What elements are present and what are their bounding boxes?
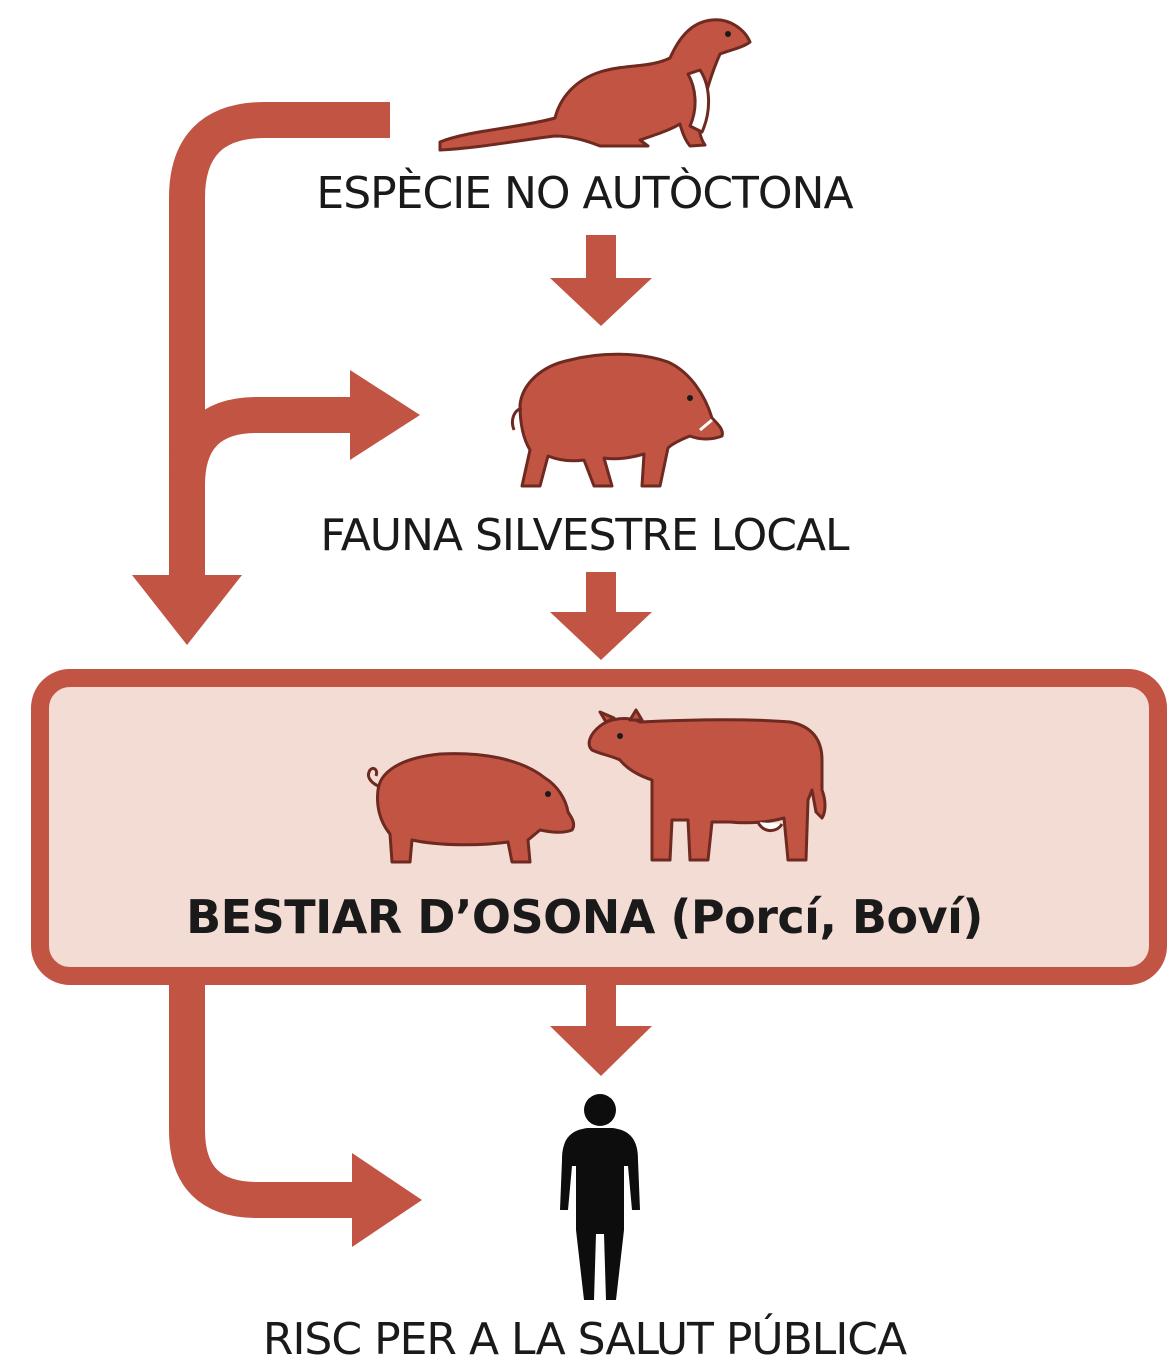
node-label-non-native-species: ESPÈCIE NO AUTÒCTONA bbox=[316, 168, 853, 219]
human-silhouette-icon bbox=[560, 1094, 640, 1300]
arrow-species-to-wildlife bbox=[550, 235, 652, 326]
pig-icon bbox=[366, 752, 576, 864]
arrowhead-to-livestock-left bbox=[132, 575, 242, 645]
node-label-livestock: BESTIAR D’OSONA (Porcí, Boví) bbox=[186, 890, 983, 944]
arrow-wildlife-to-livestock bbox=[550, 572, 652, 660]
arrowhead-to-human-left bbox=[352, 1153, 422, 1247]
livestock-box bbox=[31, 669, 1167, 985]
node-label-public-health-risk: RISC PER A LA SALUT PÚBLICA bbox=[262, 1314, 907, 1365]
left-branch-connector-top bbox=[132, 102, 420, 645]
arrowhead-to-wildlife bbox=[350, 370, 420, 460]
wild-boar-icon bbox=[510, 352, 724, 488]
cow-icon bbox=[587, 708, 827, 862]
node-label-local-wildlife: FAUNA SILVESTRE LOCAL bbox=[320, 510, 849, 561]
left-branch-connector-bottom bbox=[169, 985, 422, 1247]
stoat-icon bbox=[438, 18, 752, 152]
arrow-livestock-to-human bbox=[550, 985, 652, 1076]
